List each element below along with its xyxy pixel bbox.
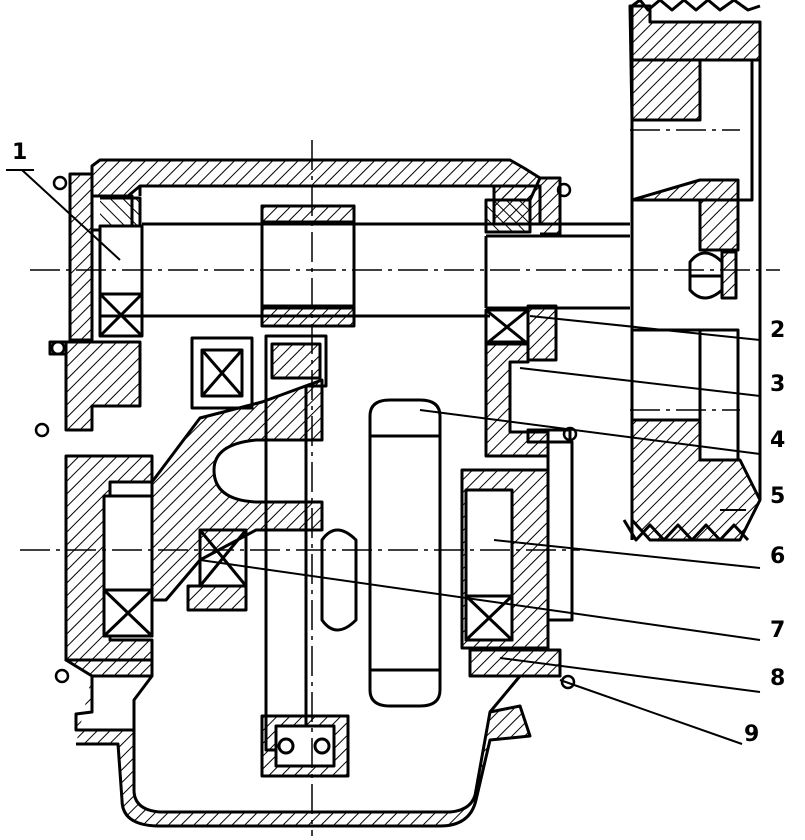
callout-6: 6 [770, 544, 786, 569]
crank-web [150, 336, 324, 602]
left-lower-bearing [64, 454, 154, 662]
callout-2: 2 [770, 318, 786, 343]
leader-lines [6, 169, 761, 745]
callout-7: 7 [770, 618, 786, 643]
upper-gear [260, 204, 356, 328]
mid-housing [48, 340, 572, 458]
callout-3: 3 [770, 372, 786, 397]
callout-4: 4 [770, 428, 786, 453]
lower-housing [64, 648, 562, 828]
pulley-key [688, 250, 738, 300]
right-upper-bearing [484, 198, 558, 362]
v-belt-pulley [622, 0, 762, 542]
callout-9: 9 [744, 722, 760, 747]
callout-1: 1 [12, 140, 28, 165]
center-needle-bearing [186, 528, 248, 612]
callout-8: 8 [770, 666, 786, 691]
centerlines [20, 129, 780, 836]
crank-disc [320, 398, 442, 708]
callout-5: 5 [770, 484, 786, 509]
left-upper-bearing [98, 196, 144, 338]
right-lower-bearing [460, 440, 574, 650]
upper-housing [68, 158, 562, 342]
bolts [34, 175, 578, 690]
